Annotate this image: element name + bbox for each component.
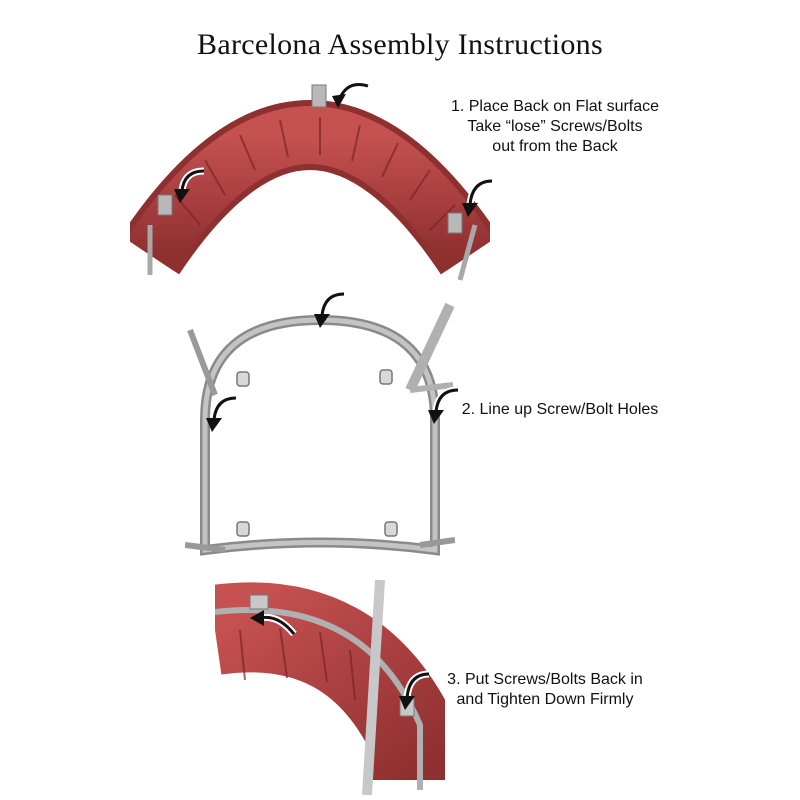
curved-arrow-icon [332,81,370,108]
step-2-line-1: 2. Line up Screw/Bolt Holes [461,401,659,418]
curved-arrow-icon [206,394,237,432]
step-1-line-3: out from the Back [492,138,618,155]
step-1-line-2: Take “lose” Screws/Bolts [467,118,643,135]
step-1-line-1: 1. Place Back on Flat surface [450,98,660,115]
step-1-text: 1. Place Back on Flat surface Take “lose… [420,97,690,157]
curved-arrow-icon [399,670,430,710]
curved-arrow-icon [314,290,345,328]
step3-photo-assembled-closeup [215,579,445,795]
step1-photo-back-arc [130,84,490,281]
step-3-text: 3. Put Screws/Bolts Back in and Tighten … [425,670,665,710]
page-title: Barcelona Assembly Instructions [197,28,603,61]
curved-arrow-icon [174,167,205,203]
curved-arrow-icon [428,386,459,424]
step-3-line-2: and Tighten Down Firmly [456,691,634,708]
curved-arrow-icon [250,610,297,637]
curved-arrow-icon [462,177,493,217]
step-3-line-1: 3. Put Screws/Bolts Back in [447,671,643,688]
step-2-text: 2. Line up Screw/Bolt Holes [440,400,680,420]
step2-photo-metal-frame [185,302,455,556]
